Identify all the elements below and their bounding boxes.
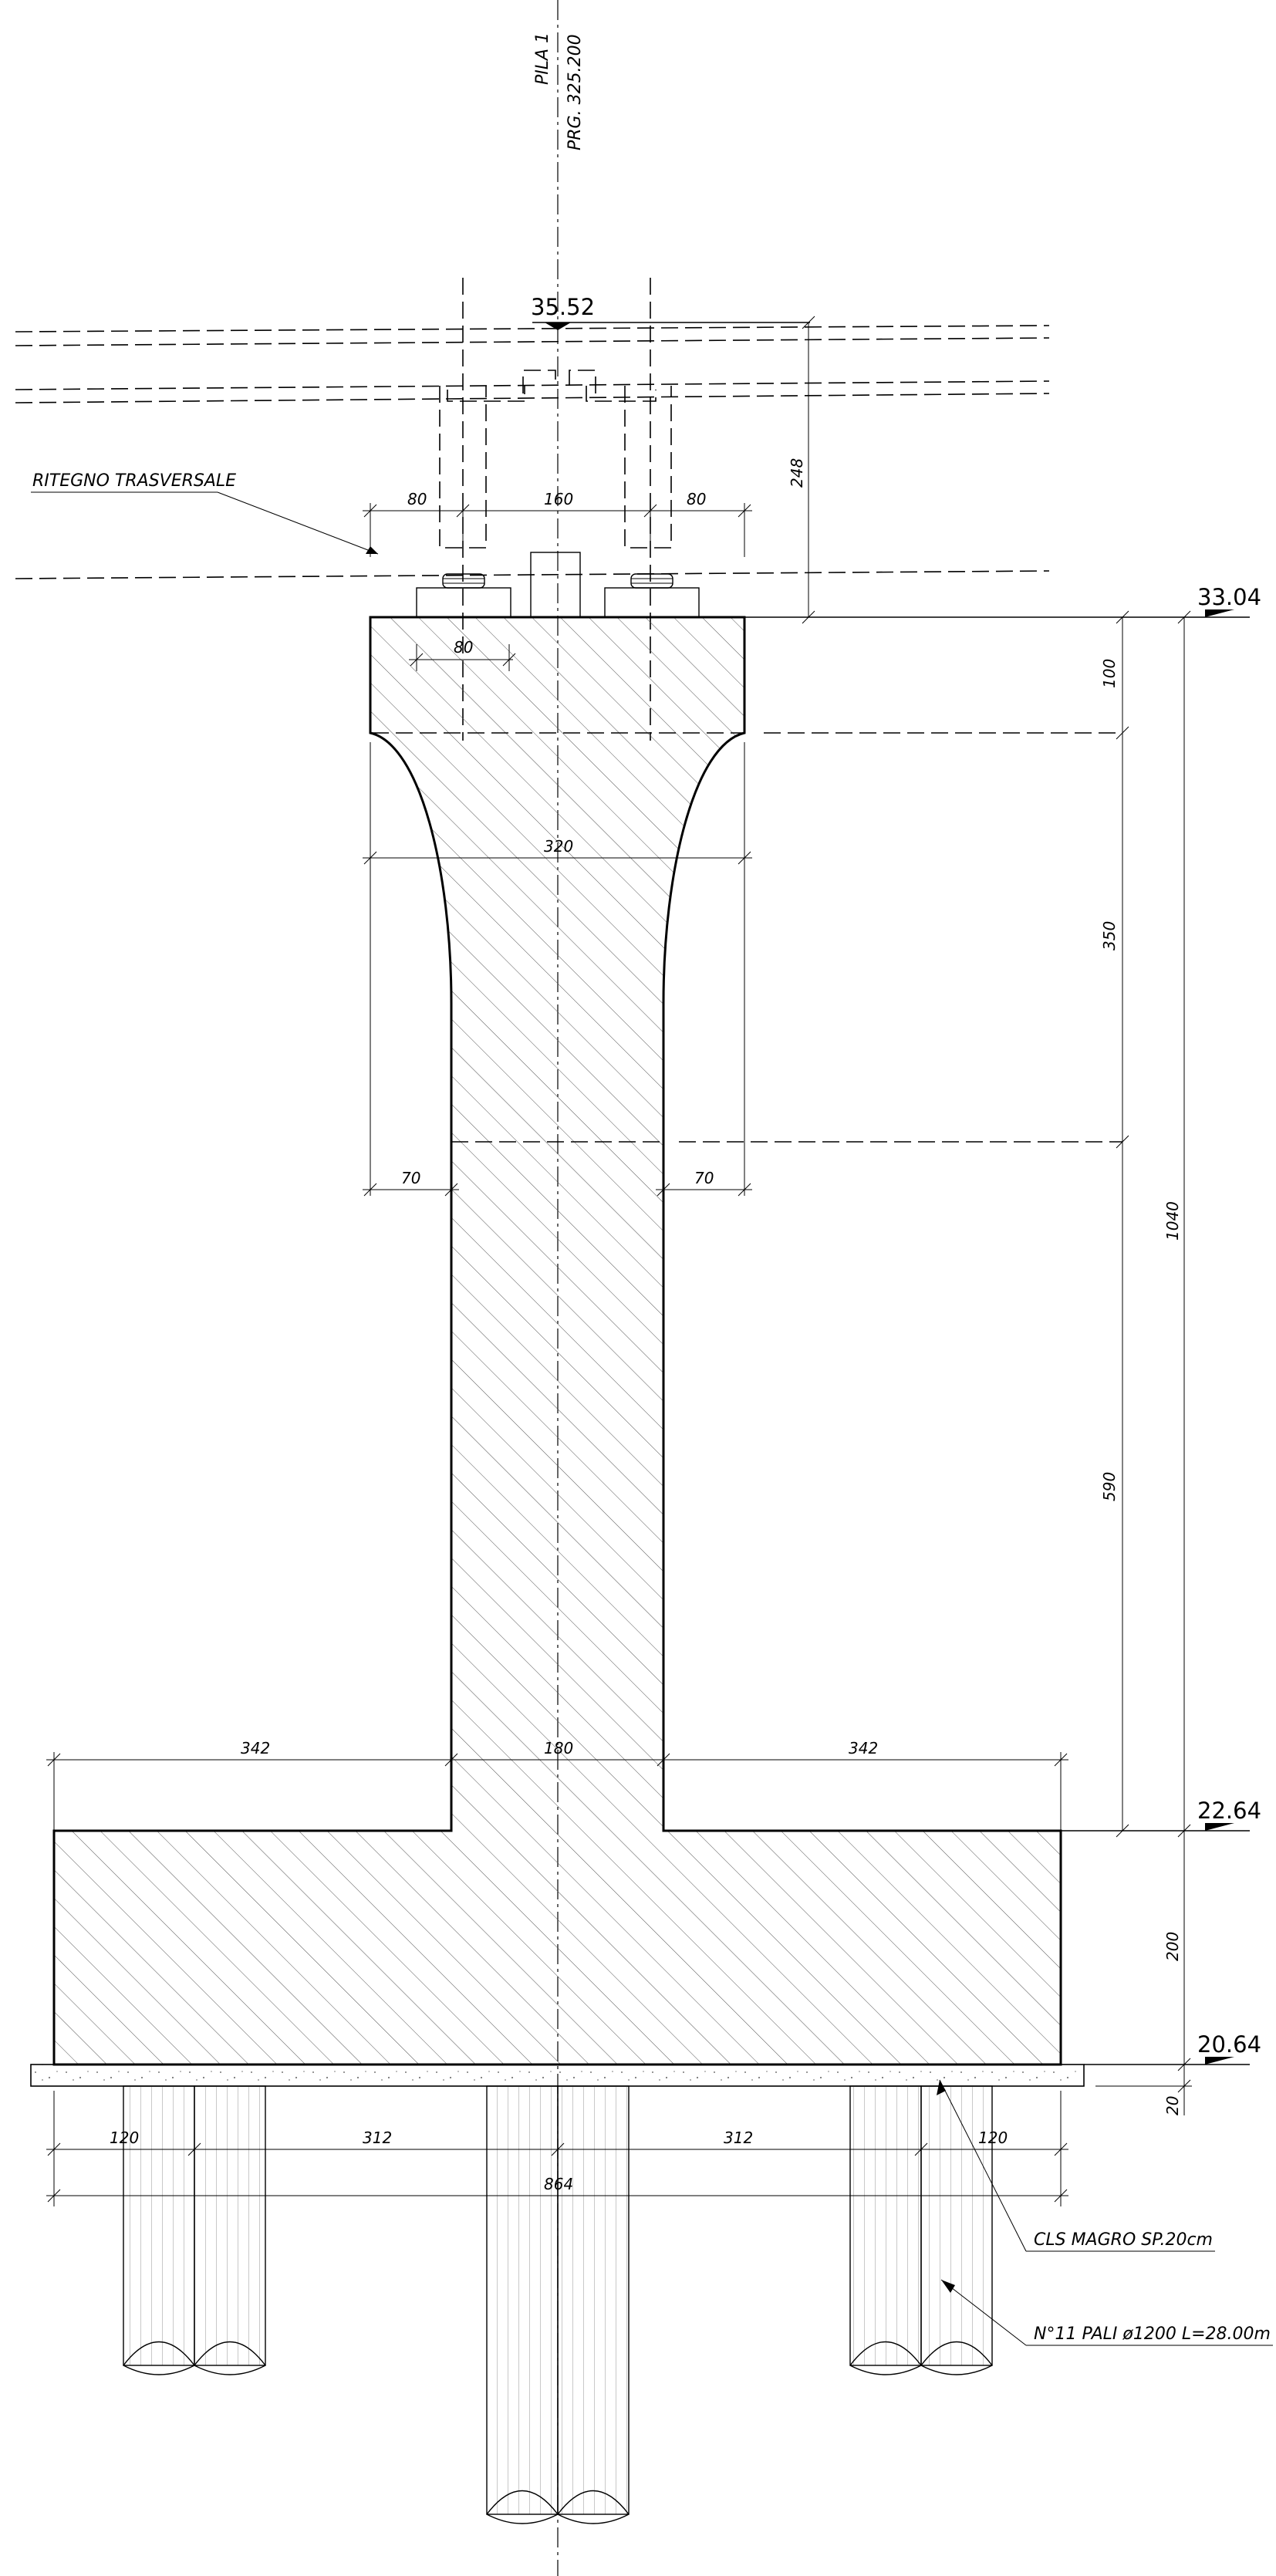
label-lean-concrete: CLS MAGRO SP.20cm (1034, 2230, 1213, 2250)
pile-group-right (849, 2085, 993, 2375)
dim-cap-height: 100 (1100, 659, 1119, 688)
pier-name: PILA 1 (533, 32, 552, 85)
elevation-marker-footing-top: 22.64 (1061, 1798, 1261, 1832)
elevation-marker-cap: 33.04 (744, 584, 1261, 618)
elevation-footing-bottom: 20.64 (1197, 2031, 1261, 2058)
dim-pile-spacing-left: 312 (363, 2129, 392, 2147)
dim-lean-concrete-thickness: 20 (1163, 2096, 1182, 2115)
dim-pile-spacing-right: 312 (724, 2129, 753, 2147)
dim-footing-left: 342 (241, 1739, 270, 1757)
progressive-station: PRG. 325.200 (565, 34, 585, 150)
flare-dimensions: 320 70 70 (363, 742, 752, 1197)
dim-deck-height: 248 (788, 458, 806, 488)
dim-pile-edge-left: 120 (110, 2129, 139, 2147)
label-transverse-restraint: RITEGNO TRASVERSALE (32, 471, 236, 491)
bearing-dimensions: 80 160 80 80 (363, 490, 752, 671)
dim-footing-right: 342 (849, 1739, 878, 1757)
callout-lean-concrete: CLS MAGRO SP.20cm (937, 2079, 1215, 2252)
callout-transverse-restraint: RITEGNO TRASVERSALE (31, 471, 379, 555)
pile-group-left (123, 2085, 266, 2375)
dim-flare-right: 70 (694, 1169, 714, 1187)
dim-bearing-plate: 80 (454, 638, 473, 657)
lean-concrete-layer (30, 2064, 1085, 2087)
dim-bearing-right: 80 (687, 490, 706, 508)
pile-group-center (486, 2085, 630, 2524)
dim-bearing-gap: 160 (544, 490, 573, 508)
dim-bearing-left: 80 (407, 490, 427, 508)
dim-flare-height: 350 (1100, 921, 1119, 950)
dim-shaft-width: 180 (544, 1739, 573, 1757)
elevation-marker-footing-bottom: 20.64 (1084, 2031, 1261, 2065)
dim-top-width: 320 (544, 837, 573, 856)
elevation-deck-top: 35.52 (531, 294, 595, 320)
elevation-marker-deck: 35.52 (531, 294, 810, 330)
transverse-restraint-block (530, 552, 581, 618)
elevation-pier-cap-top: 33.04 (1197, 584, 1261, 610)
dim-pile-edge-right: 120 (978, 2129, 1008, 2147)
pile-dimensions: 120 312 312 120 864 (46, 2091, 1068, 2206)
bearing-right (604, 573, 700, 618)
footing-dimensions: 342 180 342 (46, 1739, 1068, 1831)
dim-footing-width: 864 (544, 2175, 573, 2193)
dim-shaft-height: 590 (1100, 1472, 1119, 1501)
label-piles: N°11 PALI ø1200 L=28.00m (1034, 2324, 1271, 2344)
bearing-left (416, 573, 511, 618)
elevation-footing-top: 22.64 (1197, 1798, 1261, 1824)
vertical-dimensions: 248 100 350 590 1040 200 20 (788, 316, 1192, 2115)
deck-outline (15, 278, 1050, 741)
dim-footing-height: 200 (1163, 1932, 1182, 1961)
pier-body (52, 616, 1062, 2066)
callout-piles: N°11 PALI ø1200 L=28.00m (940, 2279, 1273, 2346)
dim-flare-left: 70 (401, 1169, 420, 1187)
dim-total-height: 1040 (1163, 1201, 1182, 1241)
